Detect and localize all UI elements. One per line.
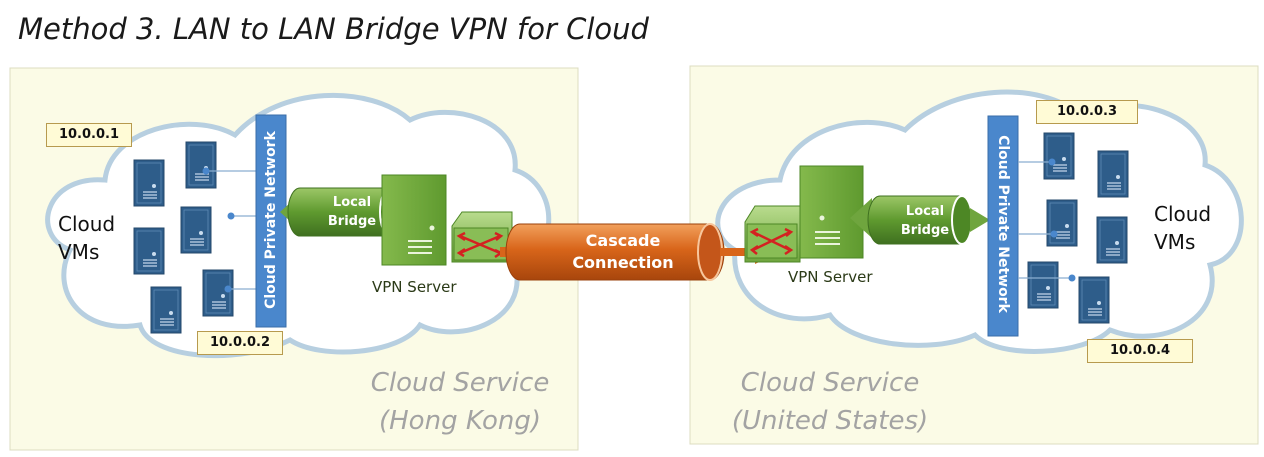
region-name-line: (Hong Kong) — [378, 406, 541, 436]
vm-server-icon — [1043, 132, 1075, 180]
cloud-vms-label-left: Cloud VMs — [58, 210, 115, 266]
vm-server-icon — [150, 286, 182, 334]
vms-line: Cloud — [58, 212, 116, 236]
vms-line: VMs — [1154, 230, 1196, 254]
vm-server-icon — [1027, 261, 1059, 309]
virtual-router-left — [451, 211, 513, 263]
ip-label-10-0-0-3: 10.0.0.3 — [1036, 100, 1138, 124]
bridge-line: Bridge — [900, 223, 950, 238]
bridge-line: Local — [905, 204, 945, 219]
vpn-server-label-left: VPN Server — [372, 278, 457, 296]
vm-server-icon — [1096, 216, 1128, 264]
region-name-line: Cloud Service — [740, 368, 920, 398]
cascade-connection-pipe — [500, 223, 780, 281]
network-label-right: Cloud Private Network — [995, 135, 1011, 313]
bridge-line: Bridge — [327, 214, 377, 229]
vm-server-icon — [133, 159, 165, 207]
vm-server-icon — [1046, 199, 1078, 247]
vm-server-icon — [133, 227, 165, 275]
vpn-server-left — [381, 174, 447, 266]
region-name-line: (United States) — [731, 406, 929, 436]
link-dots-left — [202, 167, 235, 293]
vpn-server-label-right: VPN Server — [788, 268, 873, 286]
vm-server-icon — [202, 269, 234, 317]
region-name-hong-kong: Cloud Service (Hong Kong) — [340, 364, 580, 440]
cloud-private-network-right — [987, 115, 1019, 337]
cascade-connection-label: Cascade Connection — [548, 230, 698, 274]
cloud-vms-label-right: Cloud VMs — [1154, 200, 1211, 256]
local-bridge-right — [850, 195, 990, 245]
vm-links-left — [206, 170, 256, 290]
vm-server-icon — [1078, 276, 1110, 324]
diagram-title: Method 3. LAN to LAN Bridge VPN for Clou… — [18, 12, 649, 46]
ip-label-10-0-0-2: 10.0.0.2 — [197, 331, 283, 355]
bridge-label-left: Local Bridge — [318, 193, 386, 231]
vm-server-icon — [180, 206, 212, 254]
network-label-left: Cloud Private Network — [263, 131, 279, 309]
bridge-label-right: Local Bridge — [892, 202, 958, 240]
vms-line: VMs — [58, 240, 100, 264]
vms-line: Cloud — [1154, 202, 1212, 226]
vm-links-right — [1018, 161, 1072, 279]
vpn-server-right — [799, 165, 864, 259]
region-name-line: Cloud Service — [370, 368, 550, 398]
cascade-line: Connection — [572, 253, 674, 272]
virtual-router-right — [744, 205, 801, 263]
vm-server-icon — [1097, 150, 1129, 198]
bridge-line: Local — [332, 195, 372, 210]
region-name-united-states: Cloud Service (United States) — [700, 364, 960, 440]
cloud-private-network-left — [255, 114, 287, 328]
cascade-line: Cascade — [585, 231, 661, 250]
link-dots-right — [1048, 158, 1076, 282]
ip-label-10-0-0-1: 10.0.0.1 — [46, 123, 132, 147]
ip-label-10-0-0-4: 10.0.0.4 — [1087, 339, 1193, 363]
vm-server-icon — [185, 141, 217, 189]
